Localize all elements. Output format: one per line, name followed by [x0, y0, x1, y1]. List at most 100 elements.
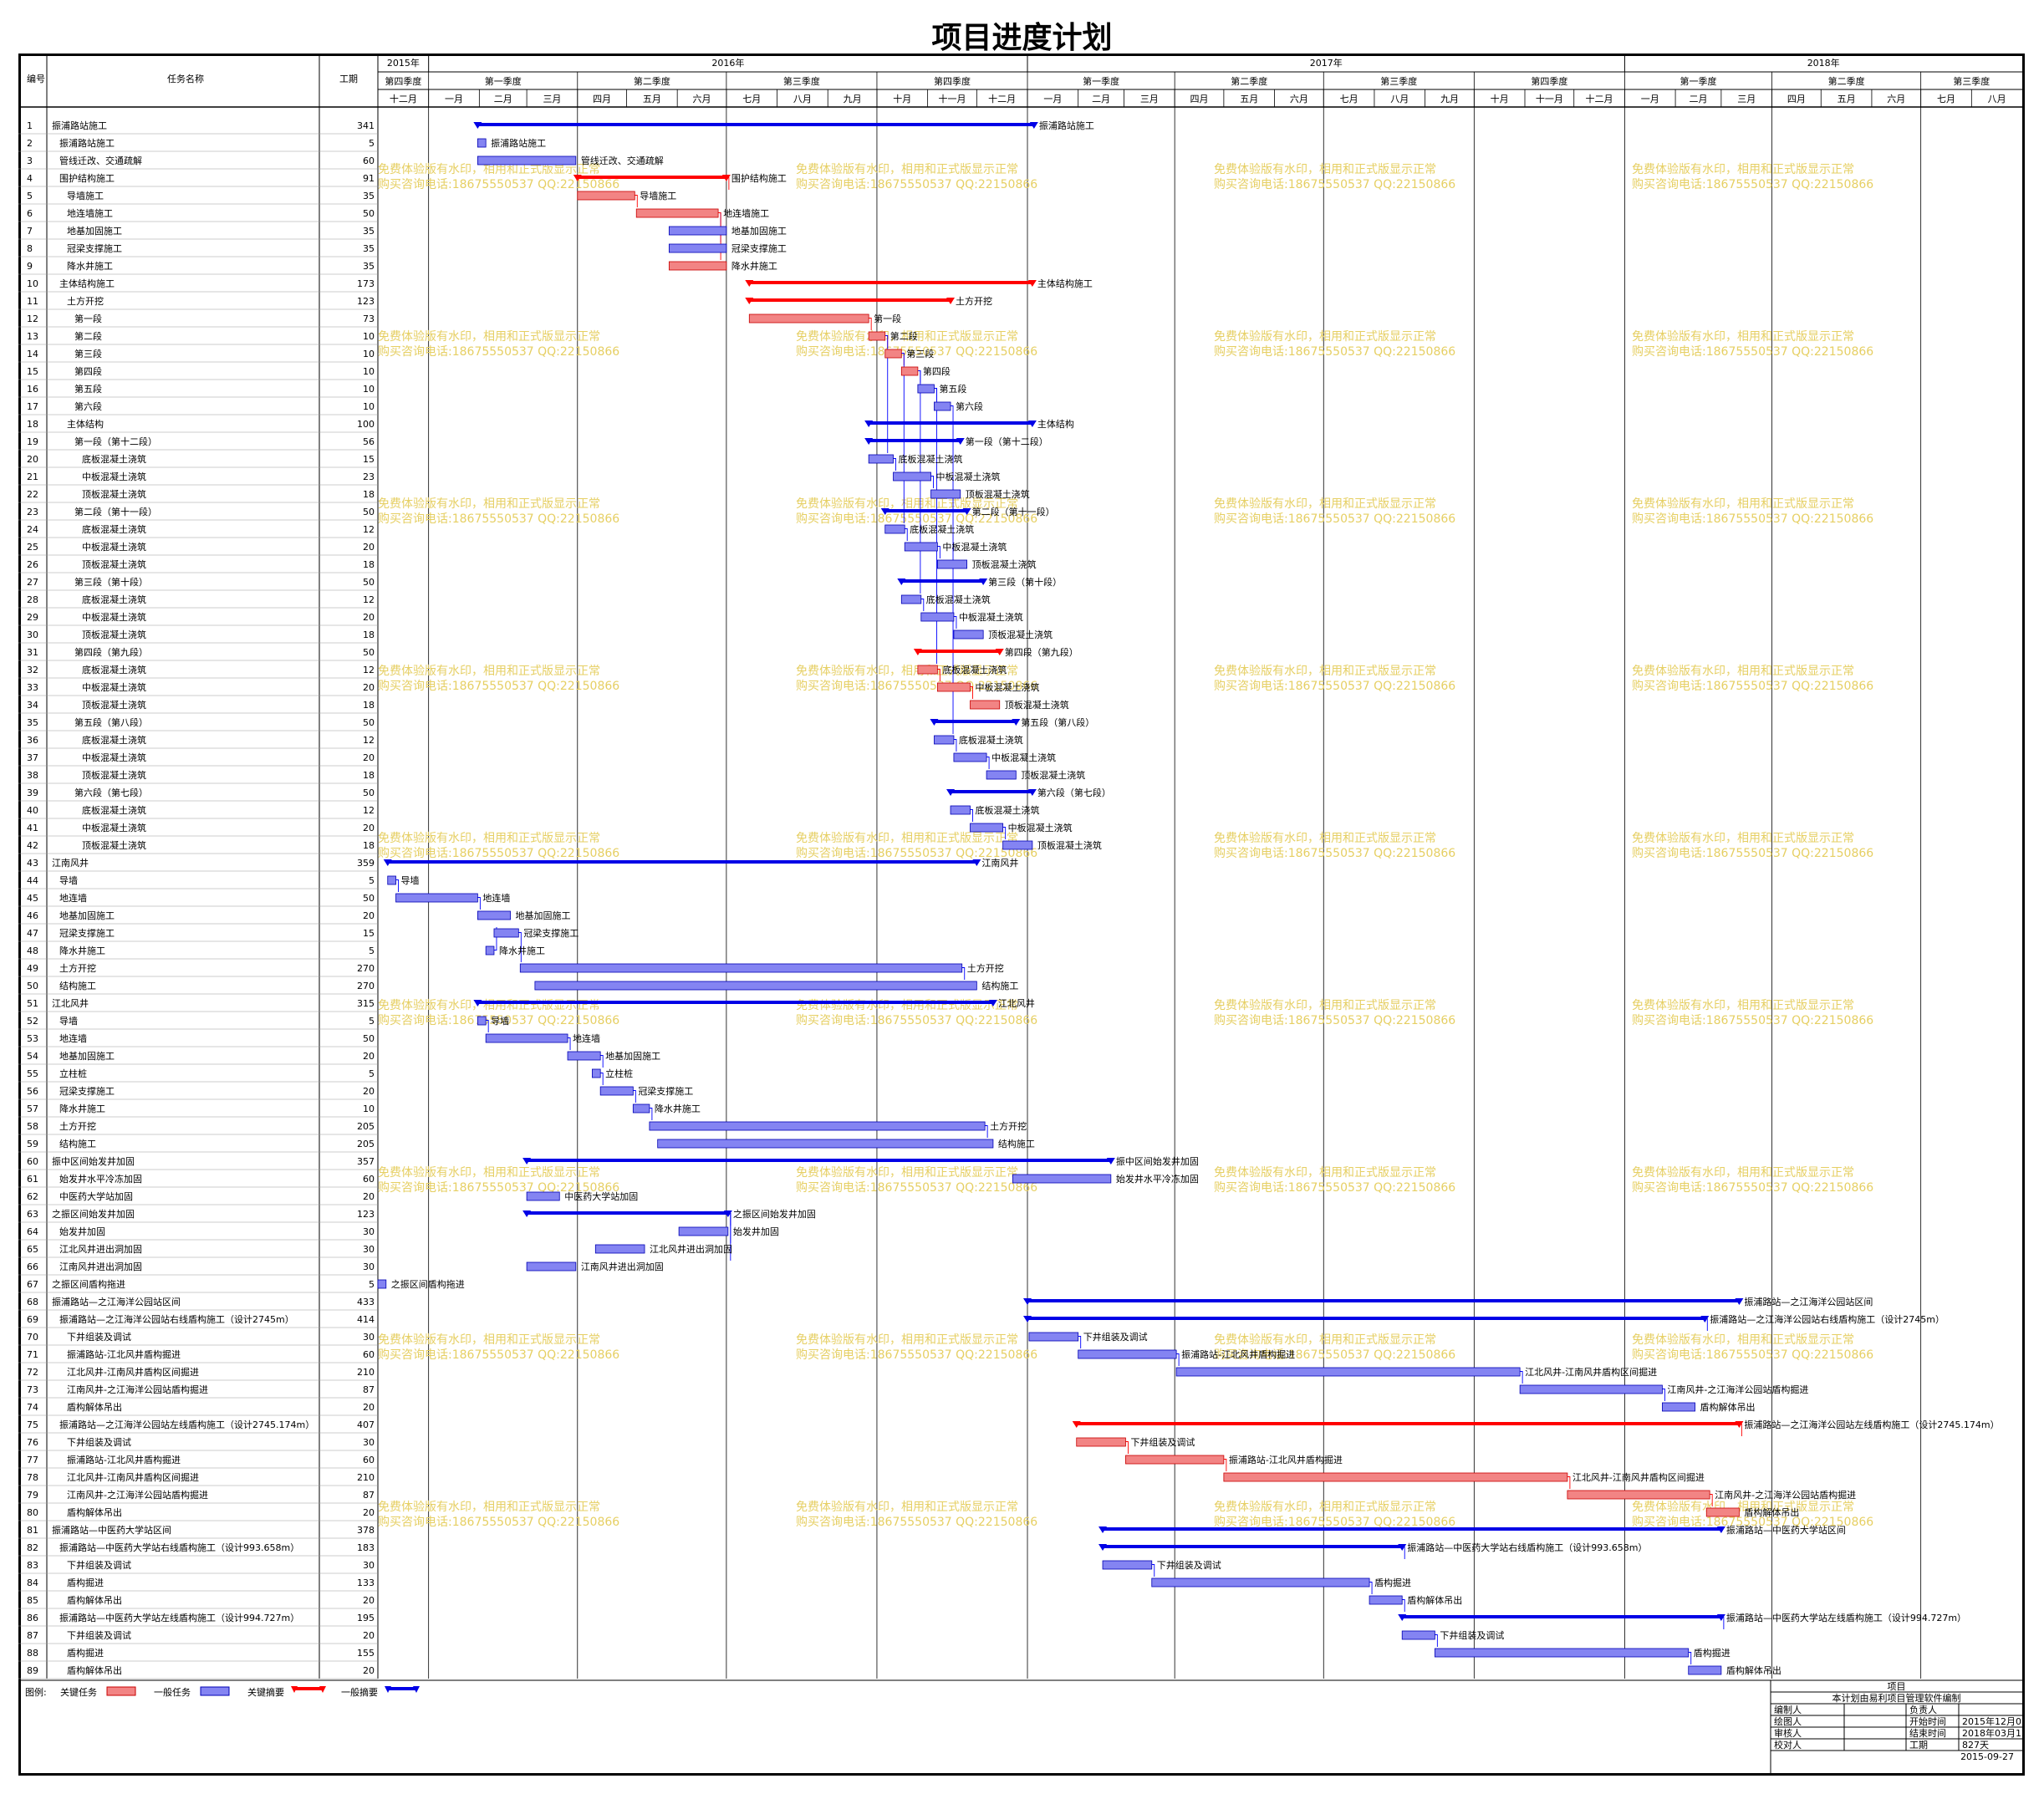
summary-bar-start	[1023, 1316, 1032, 1323]
dependency-link	[649, 1108, 653, 1120]
task-name: 中板混凝土浇筑	[82, 752, 146, 763]
task-name: 立柱桩	[59, 1068, 87, 1079]
task-duration: 23	[363, 471, 375, 482]
month-label: 二月	[1092, 94, 1110, 104]
summary-bar-start	[1098, 1544, 1108, 1551]
watermark-line-2: 购买咨询电话:18675550537 QQ:22150866	[1632, 847, 1873, 860]
bar-label: 冠梁支撑施工	[638, 1085, 693, 1097]
info-cell: 绘图人	[1774, 1715, 1802, 1727]
bar-label: 振浦路站—之江海洋公园站左线盾构施工（设计2745.174m）	[1744, 1419, 1999, 1430]
quarter-label: 第四季度	[1531, 75, 1567, 87]
task-id: 83	[27, 1560, 38, 1571]
task-bar	[953, 752, 987, 762]
task-id: 4	[27, 173, 33, 184]
task-duration: 133	[357, 1577, 375, 1588]
month-label: 五月	[1240, 94, 1258, 104]
watermark-line-1: 免费体验版有水印，相用和正式版显示正常	[796, 497, 1018, 511]
task-bar	[917, 665, 938, 675]
task-name: 底板混凝土浇筑	[82, 594, 146, 605]
month-label: 四月	[593, 94, 611, 104]
watermark-line-2: 购买咨询电话:18675550537 QQ:22150866	[1214, 345, 1455, 359]
month-label: 九月	[1440, 94, 1459, 104]
task-name: 振浦路站—中医药大学站右线盾构施工（设计993.658m）	[59, 1542, 299, 1553]
watermark-line-1: 免费体验版有水印，相用和正式版显示正常	[1632, 1501, 1854, 1514]
summary-bar-start	[522, 1158, 532, 1165]
task-name: 顶板混凝土浇筑	[82, 488, 146, 500]
quarter-label: 第二季度	[634, 75, 670, 87]
info-cell: 负责人	[1909, 1704, 1937, 1715]
summary-bar-start	[930, 719, 939, 726]
bar-label: 第四段	[923, 365, 951, 377]
summary-bar-start	[897, 578, 906, 585]
summary-bar	[1027, 1317, 1705, 1320]
task-duration: 20	[363, 542, 375, 553]
task-duration: 205	[357, 1139, 375, 1149]
task-name: 中板混凝土浇筑	[82, 822, 146, 833]
summary-bar-end	[1398, 1544, 1407, 1551]
task-id: 1	[27, 120, 33, 131]
watermark-line-1: 免费体验版有水印，相用和正式版显示正常	[796, 1166, 1018, 1180]
task-id: 27	[27, 577, 38, 588]
task-name: 地基加固施工	[59, 910, 115, 921]
task-bar	[900, 594, 922, 604]
task-duration: 56	[363, 436, 375, 447]
watermark-line-2: 购买咨询电话:18675550537 QQ:22150866	[1214, 680, 1455, 693]
task-duration: 20	[363, 752, 375, 763]
task-name: 之振区间盾构拖进	[52, 1278, 125, 1290]
task-bar	[519, 963, 963, 973]
task-name: 管线迁改、交通疏解	[59, 155, 142, 166]
month-label: 二月	[494, 94, 512, 104]
bar-label: 下井组装及调试	[1157, 1559, 1221, 1571]
task-duration: 270	[357, 981, 375, 991]
summary-bar-end	[995, 649, 1004, 655]
bar-label: 顶板混凝土浇筑	[1021, 769, 1085, 781]
bar-label: 结构施工	[998, 1138, 1035, 1149]
task-id: 38	[27, 770, 38, 781]
watermark-line-2: 购买咨询电话:18675550537 QQ:22150866	[378, 1348, 619, 1362]
task-id: 14	[27, 349, 38, 359]
quarter-label: 第四季度	[385, 75, 421, 87]
task-bar	[387, 875, 396, 885]
task-id: 55	[27, 1068, 38, 1079]
bar-label: 中板混凝土浇筑	[942, 541, 1007, 553]
summary-bar-start	[913, 649, 922, 655]
task-duration: 12	[363, 594, 375, 605]
quarter-label: 第三季度	[1380, 75, 1417, 87]
task-name: 振浦路站—中医药大学站左线盾构施工（设计994.727m）	[59, 1612, 299, 1623]
dependency-link	[937, 546, 940, 558]
dependency-link	[1223, 1459, 1227, 1471]
month-label: 一月	[445, 94, 463, 104]
task-id: 42	[27, 840, 38, 851]
task-name: 第五段（第八段）	[74, 716, 148, 728]
task-id: 25	[27, 542, 38, 553]
task-name: 振浦路站—之江海洋公园站左线盾构施工（设计2745.174m）	[59, 1419, 314, 1430]
task-id: 23	[27, 507, 38, 517]
task-name: 冠梁支撑施工	[59, 927, 115, 939]
task-name: 第三段	[74, 348, 102, 359]
task-name: 中板混凝土浇筑	[82, 611, 146, 623]
quarter-label: 第二季度	[1231, 75, 1267, 87]
task-name: 下井组装及调试	[67, 1559, 131, 1571]
summary-bar-end	[721, 175, 731, 181]
legend-summary-swatch	[294, 1687, 323, 1690]
bar-label: 地基加固施工	[731, 226, 787, 237]
bar-label: 振中区间始发井加固	[1116, 1155, 1199, 1167]
task-name: 中医药大学站加固	[59, 1190, 133, 1202]
month-label: 三月	[1140, 94, 1159, 104]
task-bar	[904, 542, 938, 552]
task-id: 80	[27, 1507, 38, 1518]
summary-bar	[477, 1001, 993, 1004]
watermark-line-2: 购买咨询电话:18675550537 QQ:22150866	[378, 345, 619, 359]
task-id: 40	[27, 805, 38, 816]
task-duration: 205	[357, 1121, 375, 1132]
task-name: 第四段（第九段）	[74, 646, 148, 658]
task-id: 66	[27, 1261, 38, 1272]
watermark-line-1: 免费体验版有水印，相用和正式版显示正常	[378, 832, 600, 845]
month-label: 三月	[543, 94, 561, 104]
watermark-line-2: 购买咨询电话:18675550537 QQ:22150866	[796, 345, 1037, 359]
task-duration: 5	[369, 1279, 375, 1290]
summary-bar	[934, 720, 1017, 723]
task-bar	[1102, 1560, 1153, 1570]
